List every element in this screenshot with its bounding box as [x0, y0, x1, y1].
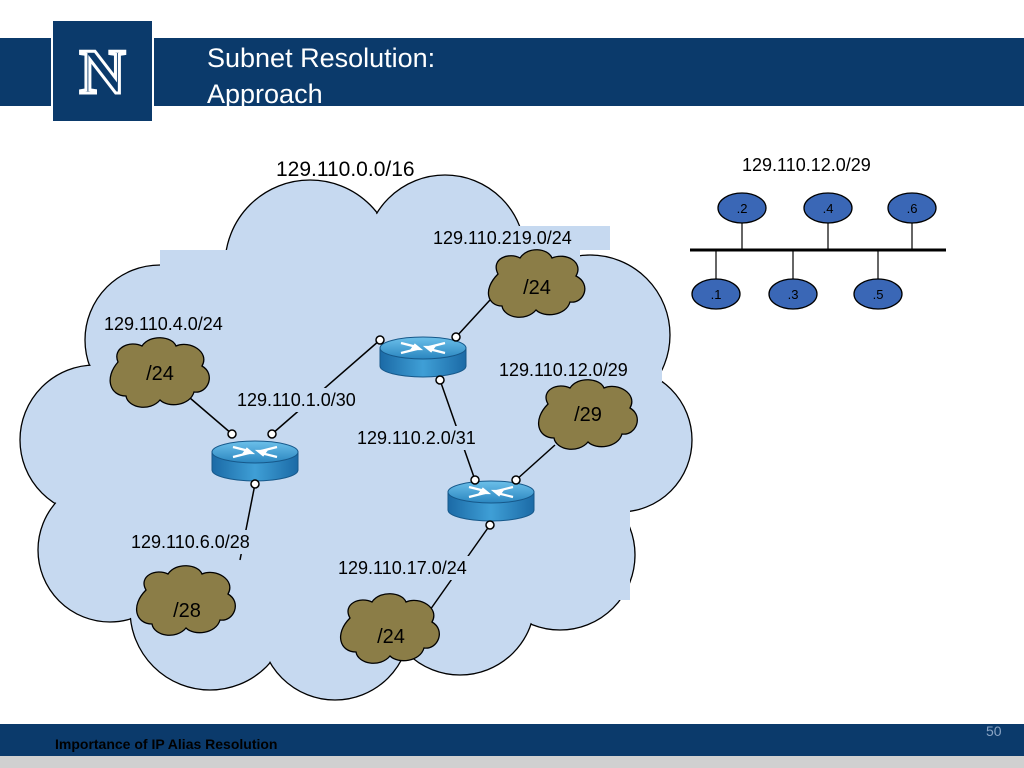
title-line-1: Subnet Resolution:	[207, 43, 436, 73]
cloud-6-label: /28	[173, 600, 201, 622]
link-r1-c219	[455, 299, 491, 338]
bottom-strip	[0, 756, 1024, 768]
host-bottom-3-label: .5	[873, 287, 884, 302]
host-top-3-label: .6	[907, 201, 918, 216]
subnet-detail: 129.110.12.0/29 .2 .4 .6 .1 .3 .5	[690, 155, 946, 310]
host-top-1	[717, 192, 767, 224]
link-r3-c12	[515, 444, 556, 481]
label-net-4: 129.110.4.0/24	[104, 314, 223, 334]
label-net-2: 129.110.2.0/31	[357, 428, 476, 448]
router-right[interactable]	[446, 479, 536, 523]
interface-dots	[227, 332, 521, 530]
logo-letter: N	[79, 36, 125, 107]
cloud-12-label: /29	[574, 404, 602, 426]
page-number: 50	[986, 723, 1002, 739]
host-bottom-1	[691, 278, 741, 310]
host-top-1-label: .2	[737, 201, 748, 216]
router-top[interactable]	[378, 335, 468, 379]
cloud-4: /24	[109, 337, 210, 408]
host-top-2	[803, 192, 853, 224]
cloud-17-label: /24	[377, 626, 405, 648]
cloud-6: /28	[135, 565, 236, 636]
slide-title: Subnet Resolution: Approach	[207, 40, 435, 112]
host-bottom-2	[768, 278, 818, 310]
cloud-4-label: /24	[146, 363, 174, 385]
label-net-1: 129.110.1.0/30	[237, 390, 356, 410]
label-net-6: 129.110.6.0/28	[131, 532, 250, 552]
host-top-2-label: .4	[823, 201, 834, 216]
cloud-219: /24	[487, 249, 586, 318]
main-network-label: 129.110.0.0/16	[276, 158, 415, 181]
label-net-12: 129.110.12.0/29	[499, 360, 628, 380]
footer-text: Importance of IP Alias Resolution	[55, 736, 278, 752]
host-bottom-1-label: .1	[711, 287, 722, 302]
title-line-2: Approach	[207, 79, 323, 109]
cloud-12: /29	[537, 379, 638, 450]
host-top-3	[887, 192, 937, 224]
label-net-219: 129.110.219.0/24	[433, 228, 572, 248]
label-net-17: 129.110.17.0/24	[338, 558, 467, 578]
router-left[interactable]	[210, 439, 300, 483]
link-r1-r2	[271, 339, 381, 435]
link-r2-c4	[189, 397, 233, 435]
cloud-219-label: /24	[523, 277, 551, 299]
header-bar	[0, 38, 1024, 106]
cloud-17: /24	[339, 593, 440, 664]
network-diagram: 129.110.0.0/16 /24 /24 /29 /28 /24	[19, 155, 946, 701]
footer-bar	[0, 724, 1024, 756]
host-bottom-2-label: .3	[788, 287, 799, 302]
university-logo: N	[51, 19, 154, 123]
host-bottom-3	[853, 278, 903, 310]
subnet-detail-label: 129.110.12.0/29	[742, 155, 871, 175]
